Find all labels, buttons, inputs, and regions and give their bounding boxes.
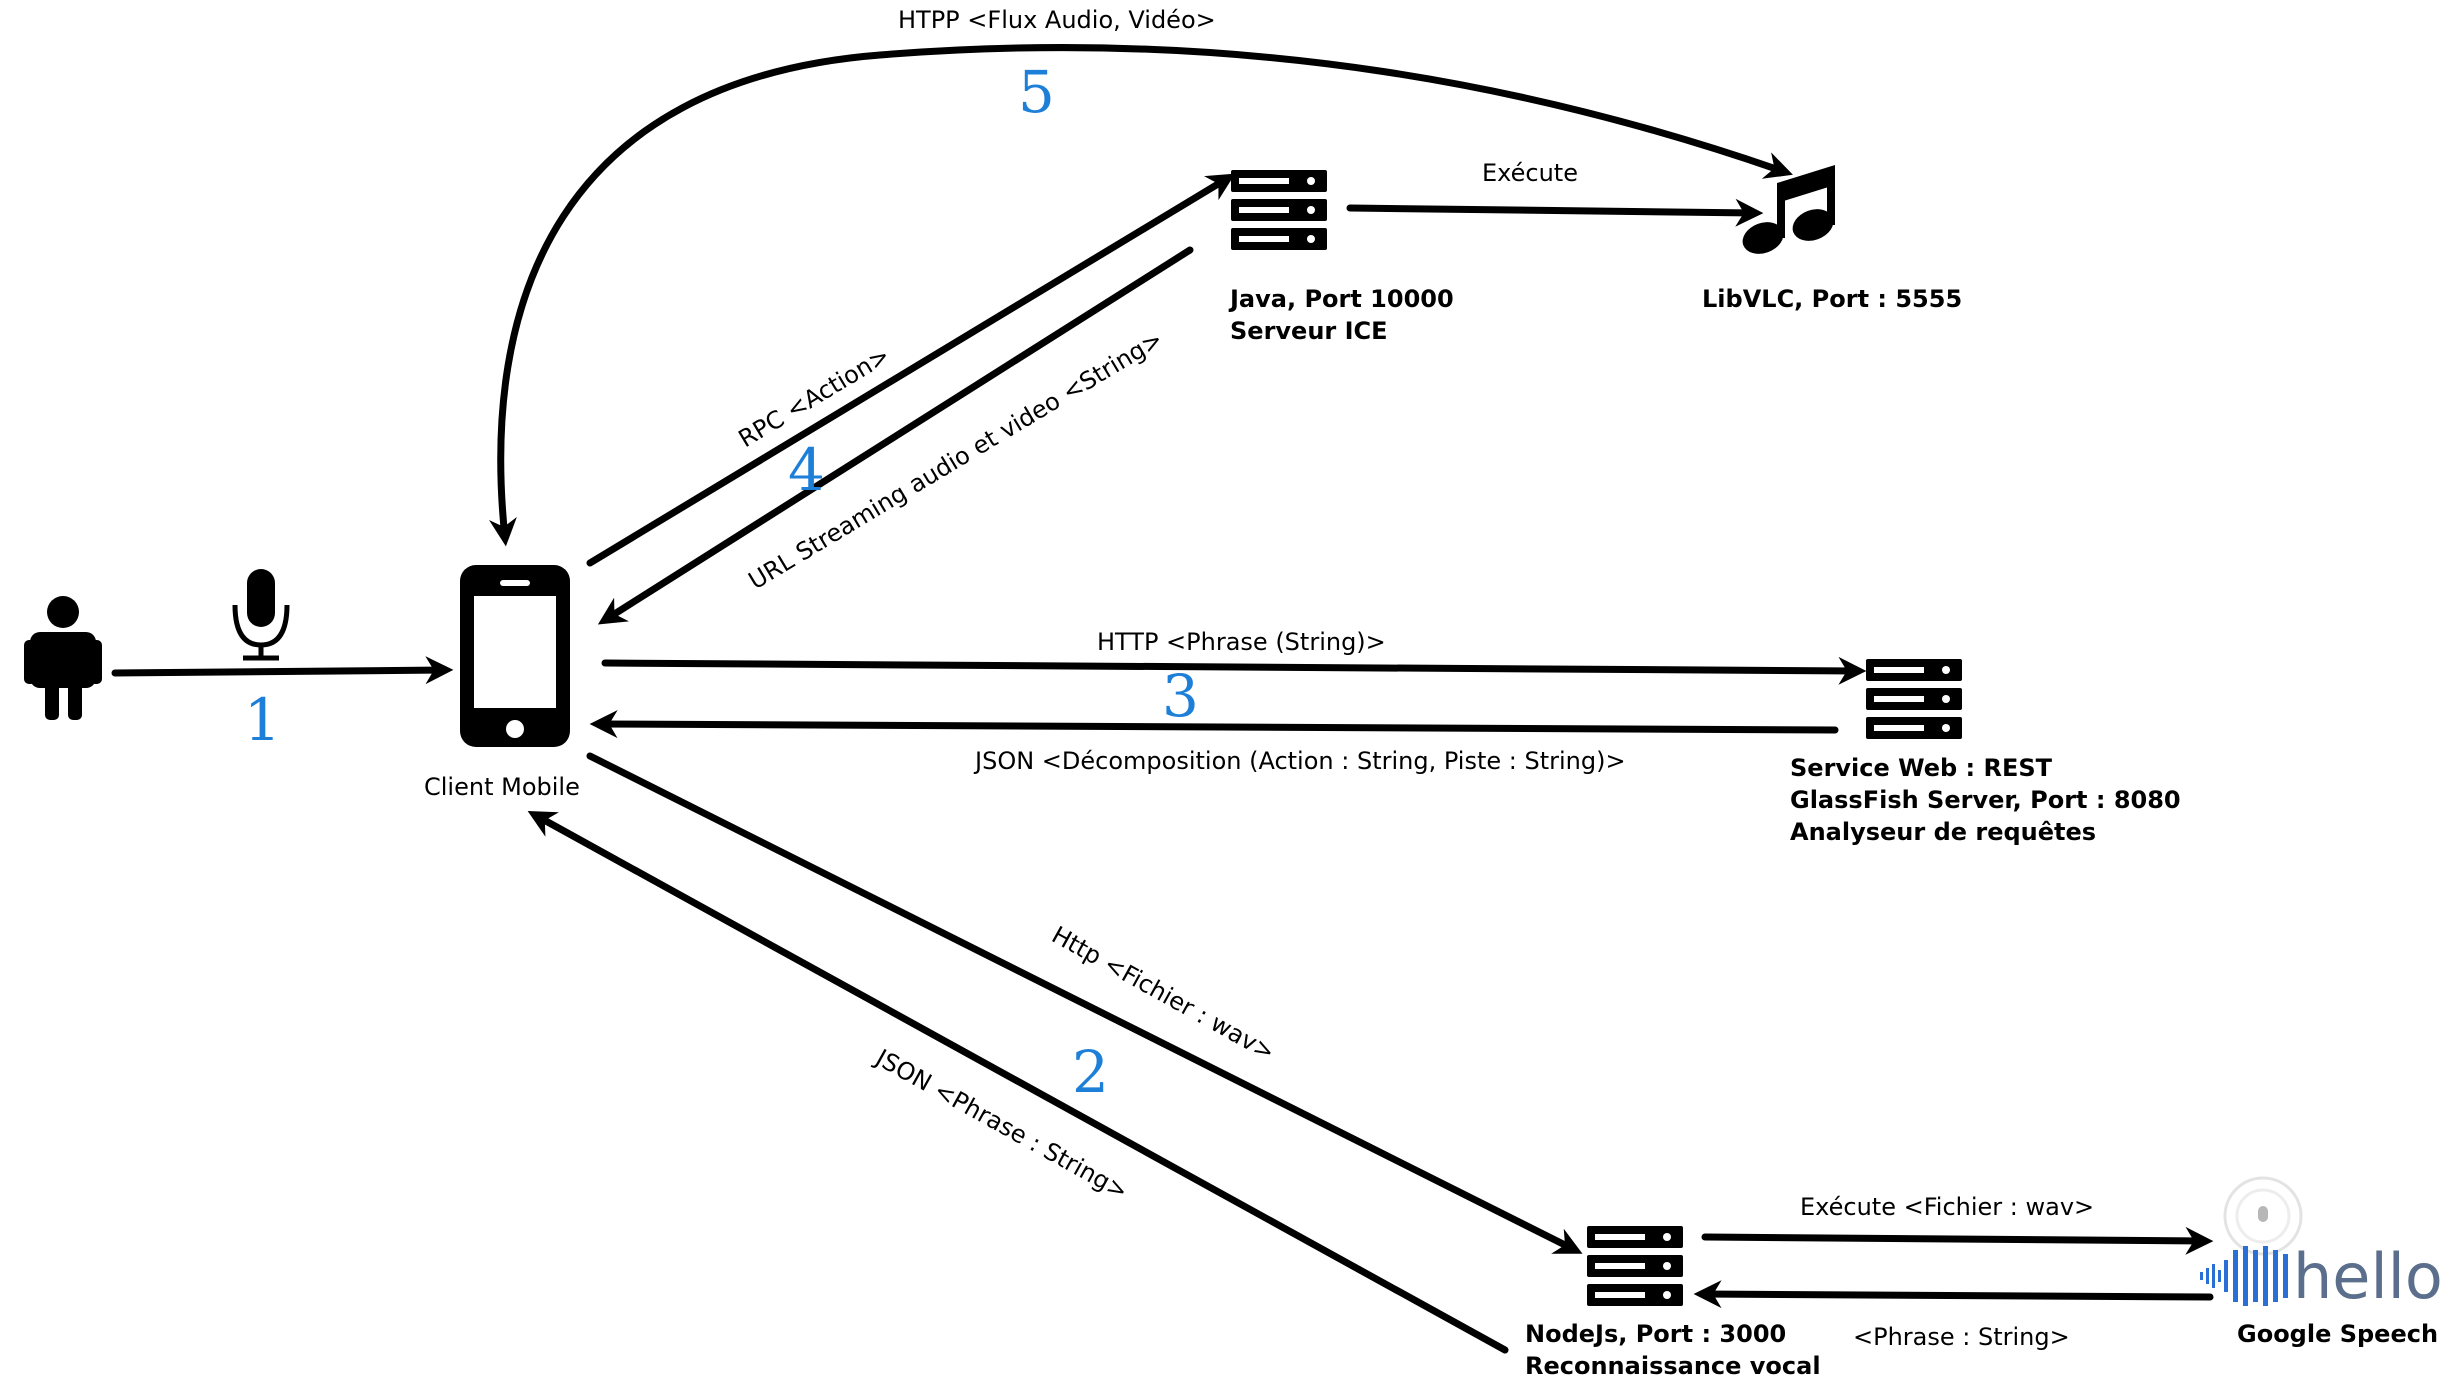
step-number-2: 2 <box>1072 1038 1109 1106</box>
step-number-5: 5 <box>1018 58 1055 126</box>
nodejs-label-line1: NodeJs, Port : 3000 <box>1525 1320 1786 1348</box>
person-icon <box>24 596 102 720</box>
music-note-icon <box>1742 165 1835 254</box>
label-http-stream: HTPP <Flux Audio, Vidéo> <box>898 6 1216 34</box>
web-service-label-line1: Service Web : REST <box>1790 754 2053 782</box>
google-logo-text: hello <box>2293 1240 2443 1313</box>
microphone-icon <box>232 569 290 661</box>
edge-http-fichier <box>586 752 1583 1254</box>
label-execute-fichier: Exécute <Fichier : wav> <box>1800 1193 2094 1221</box>
label-execute-vlc: Exécute <box>1482 159 1578 187</box>
label-json-decomposition: JSON <Décomposition (Action : String, Pi… <box>973 747 1626 775</box>
google-speech-logo: hello <box>2200 1176 2443 1313</box>
label-http-phrase: HTTP <Phrase (String)> <box>1097 628 1386 656</box>
edge-phrase-string <box>1693 1280 2214 1309</box>
nodejs-server-icon <box>1587 1226 1683 1306</box>
web-service-label-line2: GlassFish Server, Port : 8080 <box>1790 786 2181 814</box>
libvlc-label: LibVLC, Port : 5555 <box>1702 285 1962 313</box>
edge-execute-vlc <box>1346 198 1764 227</box>
edge-json-phrase <box>527 810 1509 1354</box>
step-number-1: 1 <box>244 686 281 754</box>
waveform-icon <box>2200 1246 2288 1306</box>
edge-execute-fichier <box>1701 1226 2214 1255</box>
edge-json-decomposition <box>589 710 1839 739</box>
step-number-4: 4 <box>788 436 825 504</box>
client-mobile-label: Client Mobile <box>424 773 580 801</box>
java-server-label-line2: Serveur ICE <box>1230 317 1388 345</box>
label-phrase-string: <Phrase : String> <box>1853 1323 2070 1351</box>
rest-server-icon <box>1866 659 1962 739</box>
nodejs-label-line2: Reconnaissance vocal <box>1525 1352 1821 1380</box>
edge-url-streaming <box>597 246 1194 625</box>
step-number-3: 3 <box>1162 662 1199 730</box>
edge-http-stream <box>489 44 1793 547</box>
java-server-label-line1: Java, Port 10000 <box>1228 285 1454 313</box>
web-service-label-line3: Analyseur de requêtes <box>1790 818 2096 846</box>
phone-icon <box>460 565 570 747</box>
edge-user-to-client <box>111 656 454 685</box>
java-server-icon <box>1231 170 1327 250</box>
google-speech-label: Google Speech <box>2237 1320 2438 1348</box>
edge-rpc-action <box>586 173 1236 567</box>
edge-http-phrase <box>601 656 1867 685</box>
